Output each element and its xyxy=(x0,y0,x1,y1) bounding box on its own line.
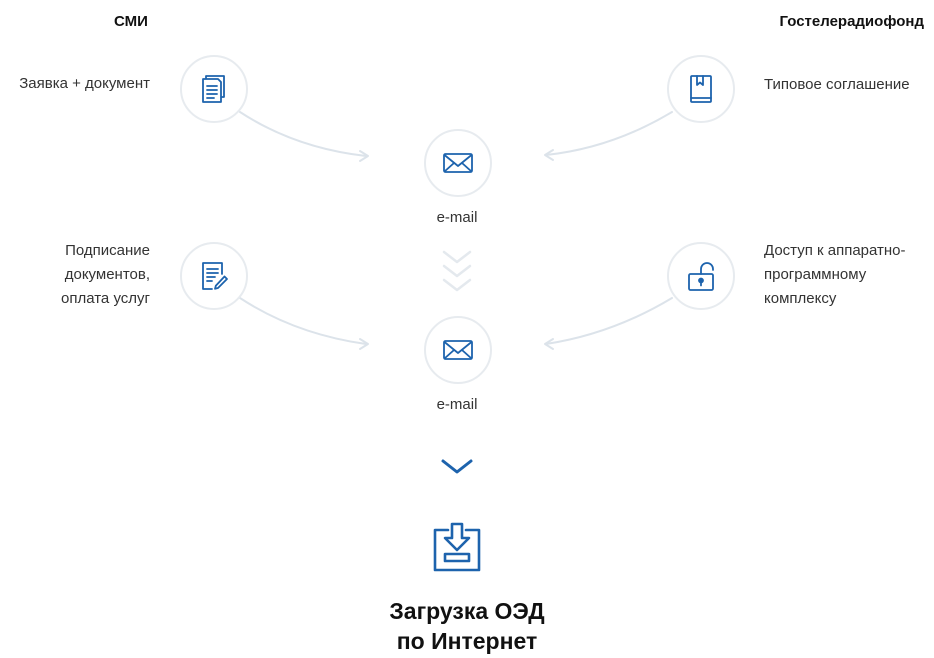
upload-tray-icon xyxy=(433,522,481,572)
envelope-icon xyxy=(443,340,473,360)
step-circle-agreement xyxy=(667,55,735,123)
email-label-1: e-mail xyxy=(436,209,478,226)
arrow-fund-to-email-2 xyxy=(545,297,673,345)
final-title: Загрузка ОЭД по Интернет xyxy=(389,598,545,654)
email-label-2: e-mail xyxy=(436,396,478,413)
arrowhead xyxy=(544,338,554,350)
arrow-fund-to-email-1 xyxy=(545,111,673,156)
documents-icon xyxy=(202,75,225,103)
arrowhead xyxy=(359,150,369,162)
step-label-request: Заявка + документ xyxy=(19,75,150,92)
chevron-down-icon xyxy=(441,459,473,474)
step-circle-request xyxy=(180,55,248,123)
column-header-smi: СМИ xyxy=(114,13,148,30)
arrowhead xyxy=(544,149,554,161)
envelope-icon xyxy=(443,153,473,173)
column-header-fund: Гостелерадиофонд xyxy=(779,13,924,30)
step-label-signing: Подписание документов, оплата услуг xyxy=(61,242,150,307)
document-pen-icon xyxy=(202,262,228,290)
arrow-smi-to-email-1 xyxy=(239,111,367,157)
step-circle-access xyxy=(667,242,735,310)
step-label-agreement: Типовое соглашение xyxy=(764,76,910,93)
unlocked-padlock-icon xyxy=(688,262,714,291)
email-circle-2 xyxy=(424,316,492,384)
arrow-smi-to-email-2 xyxy=(239,297,367,345)
arrowhead xyxy=(359,338,369,350)
step-circle-signing xyxy=(180,242,248,310)
book-bookmark-icon xyxy=(690,75,712,103)
step-label-access: Доступ к аппаратно- программному комплек… xyxy=(764,242,906,307)
email-circle-1 xyxy=(424,129,492,197)
chevrons-down xyxy=(442,250,472,292)
